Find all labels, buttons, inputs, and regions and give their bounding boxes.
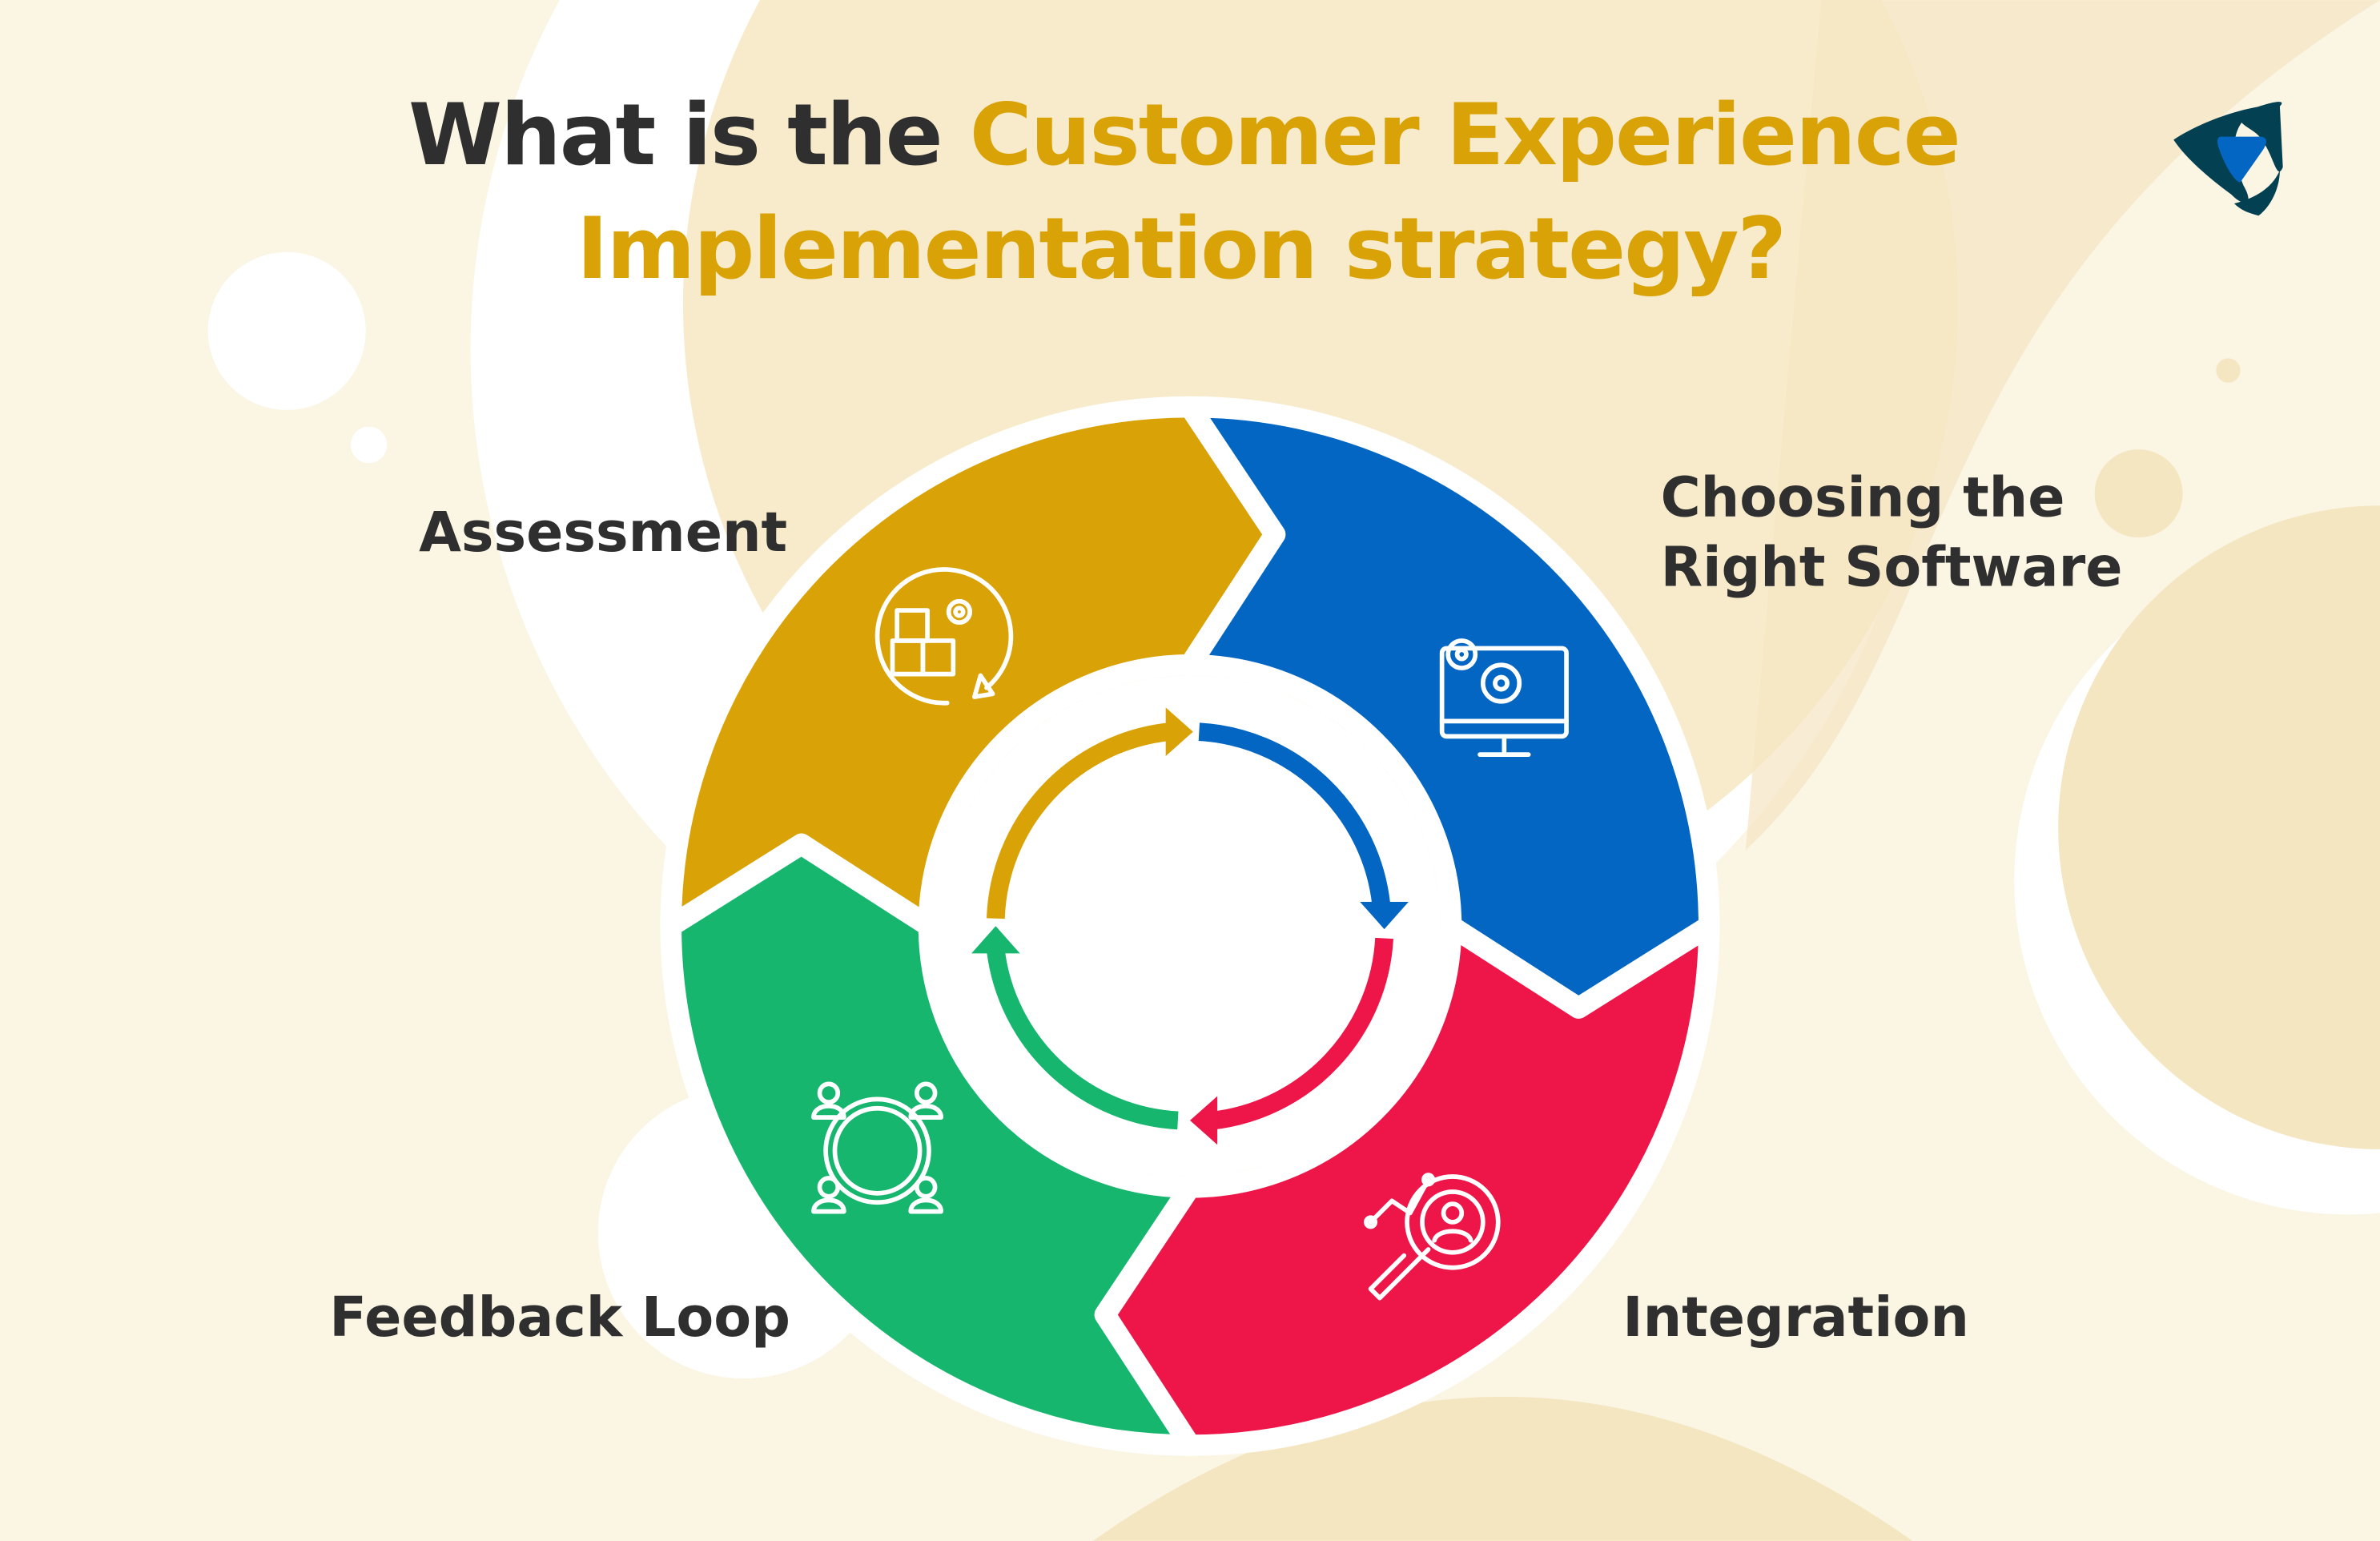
people-circle-icon <box>811 1081 943 1214</box>
arrow-arc-red <box>1212 937 1393 1130</box>
inner-cycle-arrows <box>971 707 1409 1145</box>
logo-core <box>2217 136 2266 183</box>
segment-assessment <box>660 396 1286 937</box>
ring-center <box>939 675 1441 1177</box>
segment-choosing-software <box>1179 396 1720 1019</box>
arrow-arc-blue <box>1198 722 1391 906</box>
page-title: What is the Customer Experience <box>408 86 1960 185</box>
arrow-head-blue <box>1360 901 1409 930</box>
label-choosing-software-line1: Choosing the <box>1661 467 2065 530</box>
label-feedback-loop: Feedback Loop <box>329 1286 790 1350</box>
monitor-gears-icon <box>1439 638 1569 757</box>
page-title-line2: Implementation strategy? <box>577 199 1785 299</box>
arrow-head-red <box>1190 1096 1218 1145</box>
brand-logo <box>2173 102 2283 216</box>
boxes-gear-cycle-icon <box>874 567 1014 706</box>
logo-part <box>2240 102 2283 172</box>
arrow-arc-yellow <box>987 722 1170 919</box>
logo-part <box>2234 170 2280 216</box>
label-choosing-software-line2: Right Software <box>1661 537 2123 600</box>
gear-magnifier-user-icon <box>1364 1173 1501 1301</box>
arrow-arc-green <box>987 949 1179 1130</box>
segment-integration <box>1094 915 1720 1456</box>
label-assessment: Assessment <box>419 501 787 565</box>
arrow-head-yellow <box>1165 707 1193 756</box>
arrow-head-green <box>971 926 1020 954</box>
title-accent: Customer Experience <box>970 86 1960 185</box>
title-dark: What is the <box>408 86 970 185</box>
label-integration: Integration <box>1622 1286 1969 1350</box>
